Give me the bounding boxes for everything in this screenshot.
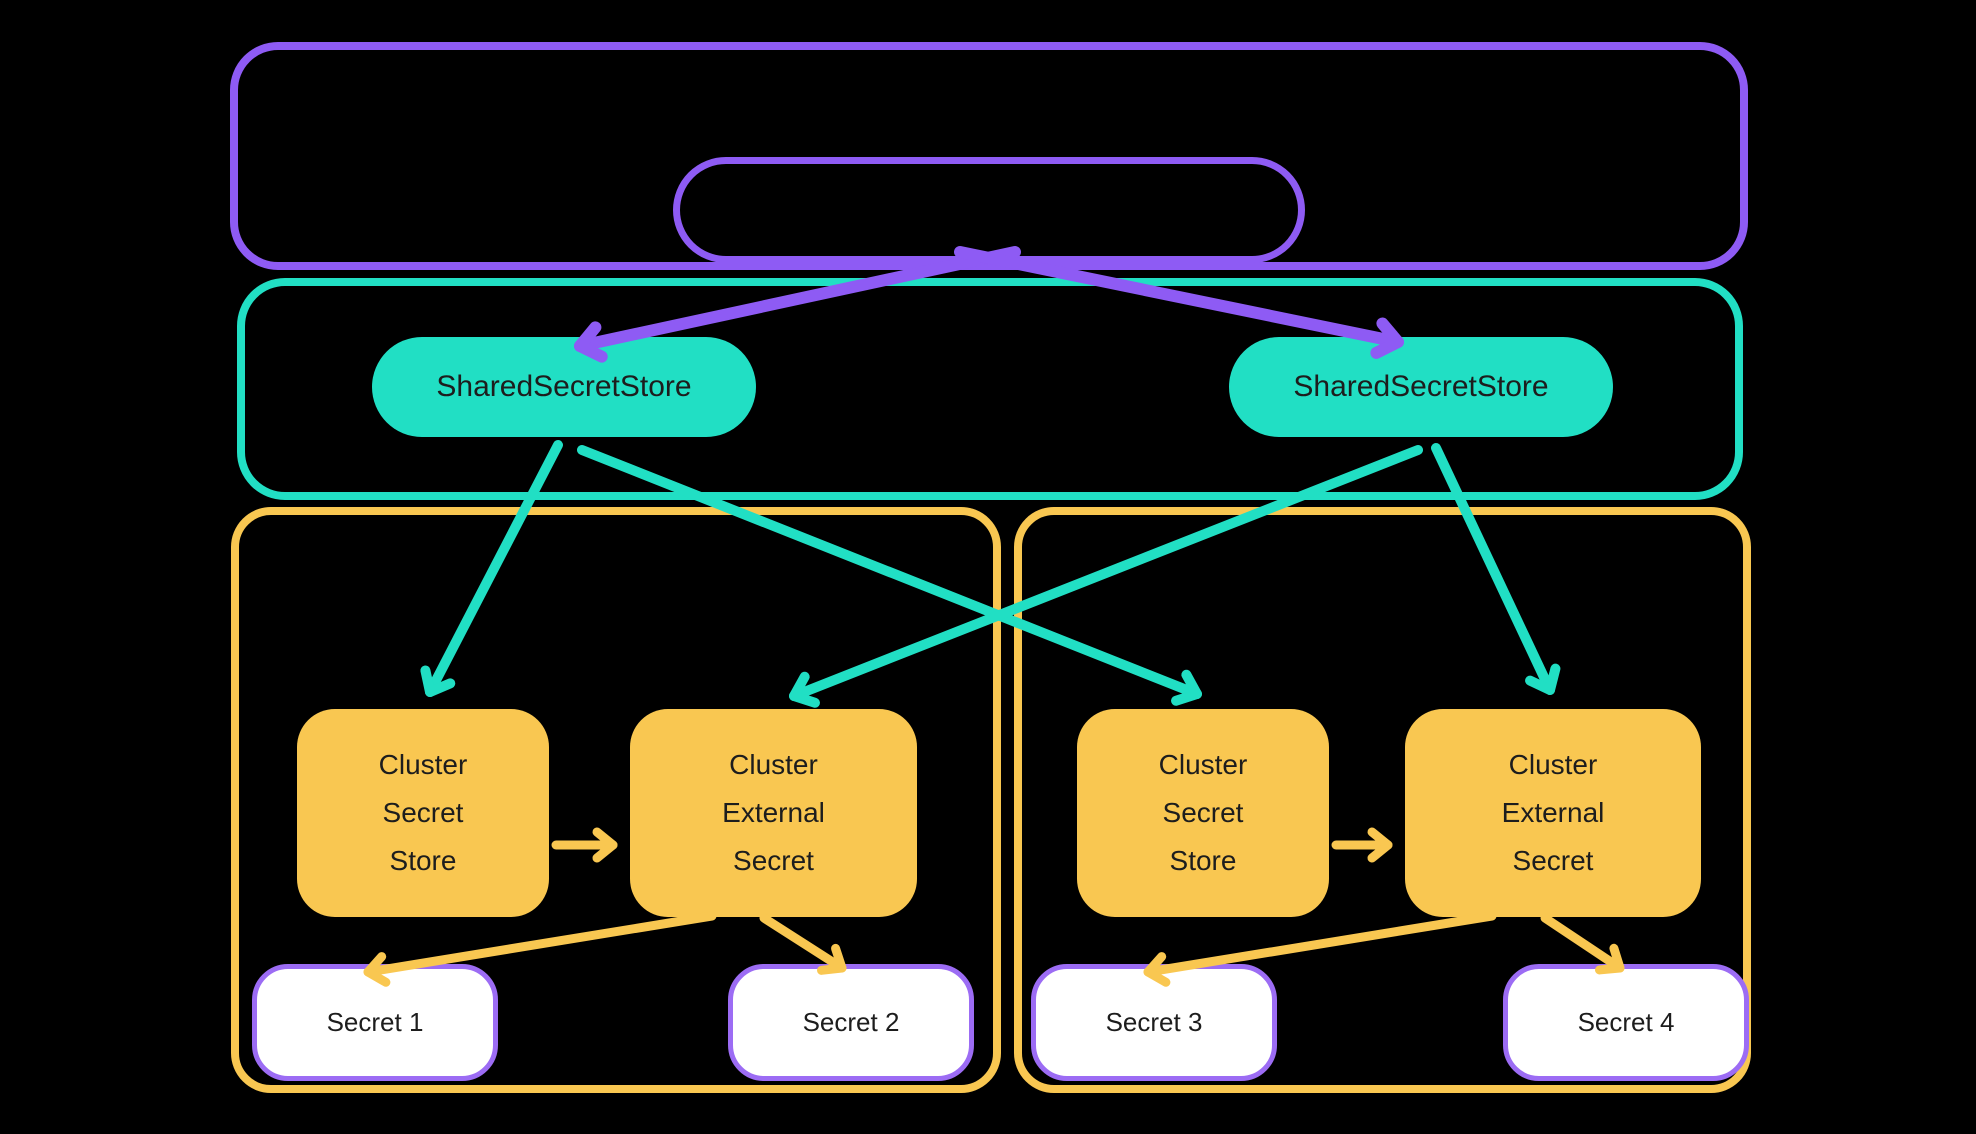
cluster-2-external-secret: Cluster External Secret — [1405, 709, 1701, 917]
secret-2-label: Secret 2 — [802, 1007, 900, 1037]
controller-pill — [673, 157, 1305, 263]
secret-4: Secret 4 — [1503, 964, 1749, 1081]
cluster-2-secret-store: Cluster Secret Store — [1077, 709, 1329, 917]
secret-3-label: Secret 3 — [1105, 1007, 1203, 1037]
shared-secret-store-left: SharedSecretStore — [372, 337, 756, 437]
cluster-1-external-secret: Cluster External Secret — [630, 709, 917, 917]
secret-3: Secret 3 — [1031, 964, 1277, 1081]
cluster-2-secret-store-label: Cluster Secret Store — [1158, 748, 1248, 877]
cluster-1-external-secret-label: Cluster External Secret — [722, 748, 825, 877]
secret-1: Secret 1 — [252, 964, 498, 1081]
cluster-2-external-secret-label: Cluster External Secret — [1501, 748, 1605, 877]
shared-secret-store-right: SharedSecretStore — [1229, 337, 1613, 437]
secret-4-label: Secret 4 — [1577, 1007, 1675, 1037]
shared-secret-store-right-label: SharedSecretStore — [1293, 370, 1549, 403]
cluster-1-secret-store-label: Cluster Secret Store — [378, 748, 468, 877]
secret-1-label: Secret 1 — [326, 1007, 424, 1037]
cluster-1-secret-store: Cluster Secret Store — [297, 709, 549, 917]
shared-secret-store-left-label: SharedSecretStore — [436, 370, 692, 403]
secret-2: Secret 2 — [728, 964, 974, 1081]
